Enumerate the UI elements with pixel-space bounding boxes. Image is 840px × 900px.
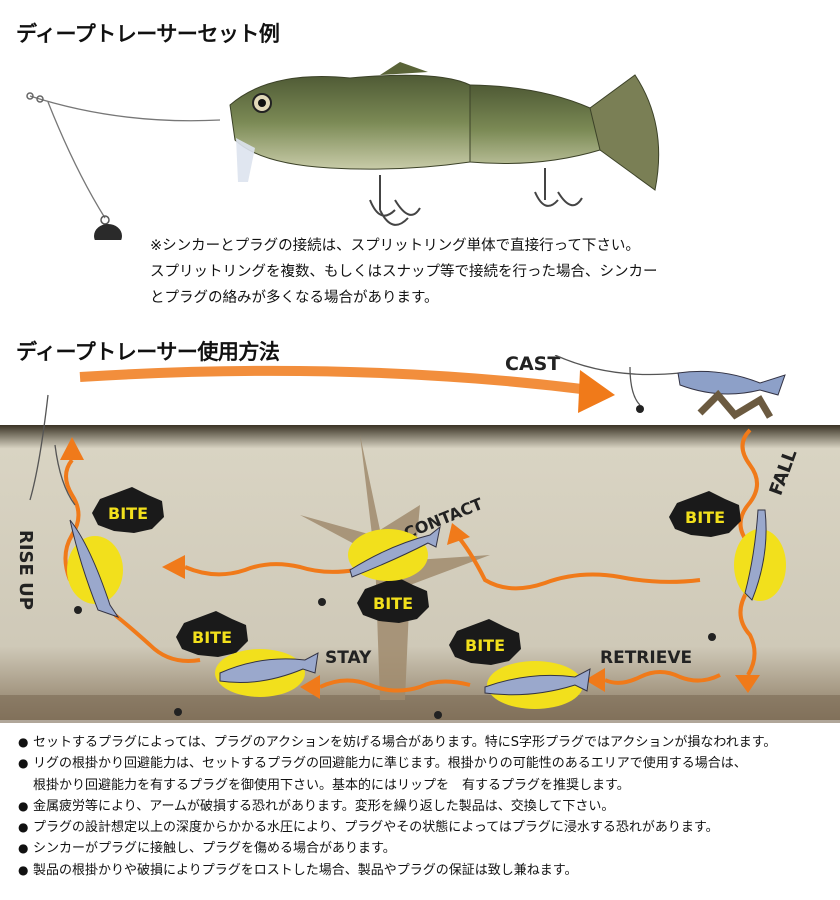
caution-item: 金属疲労等により、アームが破損する恐れがあります。変形を繰り返した製品は、交換し… xyxy=(18,796,833,818)
connection-note: ※シンカーとプラグの接続は、スプリットリング単体で直接行って下さい。 スプリット… xyxy=(150,233,830,311)
sinker-icon xyxy=(434,711,442,719)
rise-path xyxy=(113,613,201,663)
lure-contact-icon xyxy=(348,525,441,581)
caution-item-continued: 根掛かり回避能力を有するプラグを御使用下さい。基本的にはリップを 有するプラグを… xyxy=(33,777,630,793)
lake-bottom xyxy=(0,695,840,723)
cast-arrow xyxy=(79,365,591,395)
caution-item: プラグの設計想定以上の深度からかかる水圧により、プラグやその状態によってはプラグ… xyxy=(18,817,833,839)
note-line: スプリットリングを複数、もしくはスナップ等で接続を行った場合、シンカー xyxy=(150,264,658,280)
svg-text:BITE: BITE xyxy=(685,508,725,527)
bite-badge: BITE xyxy=(357,577,429,623)
landing-lure-icon xyxy=(677,370,786,420)
retrieve-path xyxy=(604,670,721,685)
svg-text:BITE: BITE xyxy=(465,636,505,655)
note-line: とプラグの絡みが多くなる場合があります。 xyxy=(150,290,439,306)
lure-stay-icon xyxy=(215,649,319,697)
cast-label: CAST xyxy=(505,355,560,375)
lure-fall-icon xyxy=(734,509,786,601)
stay-label: STAY xyxy=(325,648,372,668)
usage-diagram: CAST FALL RETRIEVE STAY CONTACT RISE UP … xyxy=(0,355,840,723)
contact-path xyxy=(453,531,701,591)
bite-badge: BITE xyxy=(92,487,164,533)
lure-rise-icon xyxy=(67,519,123,618)
swimbait-icon xyxy=(229,62,660,226)
sinker-icon xyxy=(94,215,122,240)
svg-text:BITE: BITE xyxy=(108,504,148,523)
sinker-icon xyxy=(318,598,326,606)
caution-item: セットするプラグによっては、プラグのアクションを妨げる場合があります。特にS字形… xyxy=(18,732,833,754)
lure-retrieve-icon xyxy=(484,661,591,709)
sinker-icon xyxy=(708,633,716,641)
sinker-icon xyxy=(74,606,82,614)
bite-badge: BITE xyxy=(669,491,741,537)
svg-text:BITE: BITE xyxy=(192,628,232,647)
caution-item: リグの根掛かり回避能力は、セットするプラグの回避能力に準じます。根掛かりの可能性… xyxy=(18,753,833,775)
setup-heading: ディープトレーサーセット例 xyxy=(16,22,280,46)
caution-item: 製品の根掛かりや破損によりプラグをロストした場合、製品やプラグの保証は致し兼ねま… xyxy=(18,860,833,882)
bite-badge: BITE xyxy=(176,611,248,657)
rig-illustration xyxy=(26,62,660,240)
caution-item: シンカーがプラグに接触し、プラグを傷める場合があります。 xyxy=(18,838,833,860)
note-line: ※シンカーとプラグの接続は、スプリットリング単体で直接行って下さい。 xyxy=(150,238,640,254)
svg-text:BITE: BITE xyxy=(373,594,413,613)
bite-badge: BITE xyxy=(449,619,521,665)
caution-list: セットするプラグによっては、プラグのアクションを妨げる場合があります。特にS字形… xyxy=(18,732,833,881)
sinker-icon xyxy=(174,708,182,716)
stay-path xyxy=(319,678,471,693)
rise-up-label: RISE UP xyxy=(15,530,36,610)
usage-heading: ディープトレーサー使用方法 xyxy=(16,340,280,364)
retrieve-label: RETRIEVE xyxy=(600,648,692,668)
